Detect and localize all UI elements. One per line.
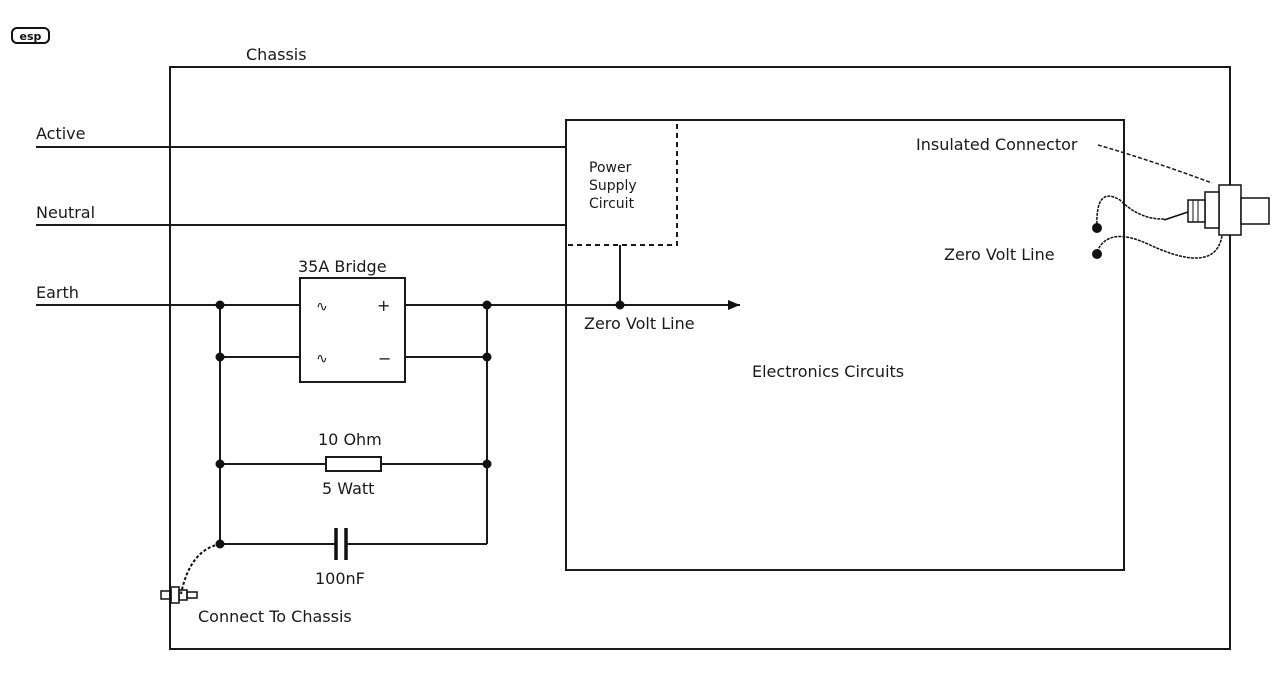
junction-dot	[215, 459, 225, 469]
connector-pointer-line	[1097, 144, 1213, 184]
junction-dot	[482, 352, 492, 362]
logo-text: esp	[20, 30, 42, 43]
junction-dot	[215, 352, 225, 362]
electronics-label: Electronics Circuits	[752, 362, 904, 381]
connector-zero-volt-label: Zero Volt Line	[944, 245, 1055, 264]
connector-ground-wire	[1096, 235, 1223, 259]
connector-signal-wire	[1096, 195, 1166, 229]
zero-volt-line-label: Zero Volt Line	[584, 314, 695, 333]
chassis-link-wire	[180, 543, 221, 595]
insulated-connector-label: Insulated Connector	[916, 135, 1078, 154]
resistor-power-label: 5 Watt	[322, 479, 374, 498]
power-supply-label-2: Supply	[589, 178, 637, 194]
bridge-ac-2: ∿	[316, 351, 328, 367]
esp-logo: esp	[11, 27, 50, 44]
connect-to-chassis-label: Connect To Chassis	[198, 607, 352, 626]
bridge-label: 35A Bridge	[298, 257, 387, 276]
electronics-box	[565, 119, 1125, 571]
bridge-rectifier	[299, 277, 406, 383]
connector-ground-terminal	[1092, 249, 1102, 259]
connector-signal-terminal	[1092, 223, 1102, 233]
junction-dot	[615, 300, 625, 310]
zero-volt-arrow-icon	[728, 300, 740, 310]
resistor	[325, 456, 382, 472]
insulated-connector-icon	[1163, 184, 1270, 236]
bridge-ac-1: ∿	[316, 299, 328, 315]
resistor-value-label: 10 Ohm	[318, 430, 382, 449]
active-label: Active	[36, 124, 86, 143]
chassis-outline	[169, 66, 1231, 650]
chassis-lug-icon	[160, 586, 198, 604]
bridge-plus: +	[377, 296, 390, 315]
neutral-label: Neutral	[36, 203, 95, 222]
chassis-label: Chassis	[246, 45, 307, 64]
junction-dot	[482, 459, 492, 469]
power-supply-label-3: Circuit	[589, 196, 635, 212]
power-supply-box	[568, 122, 678, 246]
bridge-minus: −	[378, 349, 391, 368]
capacitor-value-label: 100nF	[315, 569, 365, 588]
junction-dot	[482, 300, 492, 310]
junction-dots	[215, 300, 625, 549]
power-supply-label-1: Power	[589, 160, 632, 176]
earth-label: Earth	[36, 283, 79, 302]
junction-dot	[215, 300, 225, 310]
